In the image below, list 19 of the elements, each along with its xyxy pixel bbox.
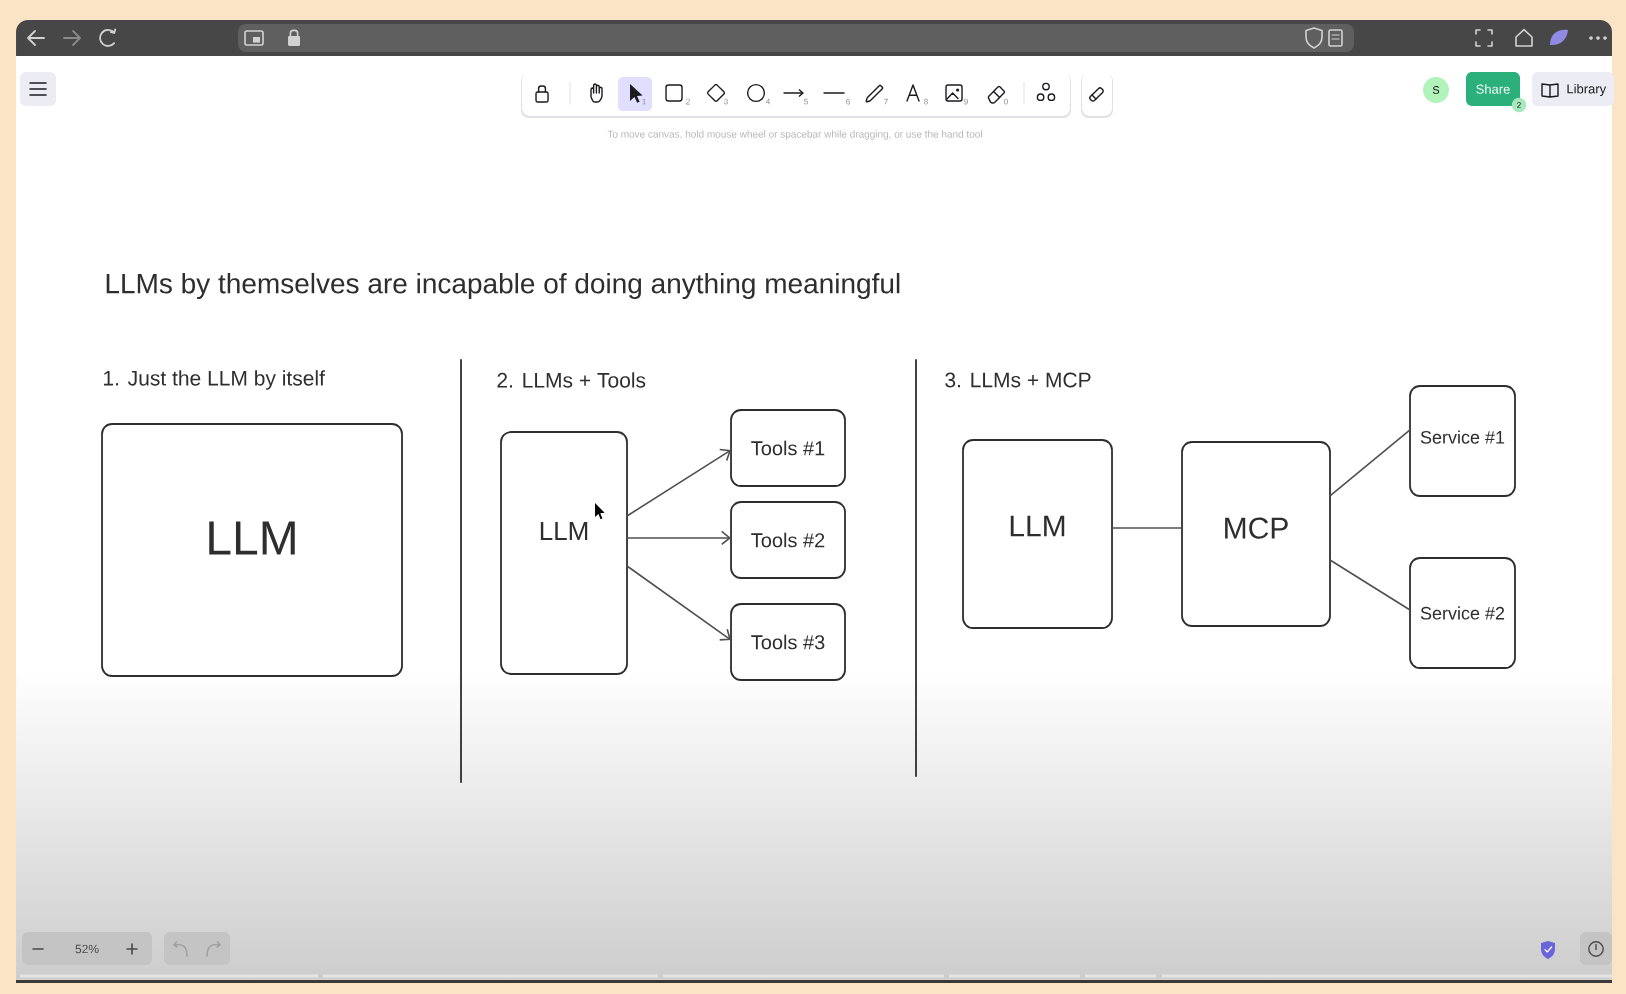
component-box: LLM (500, 431, 628, 675)
component-box: LLM (962, 439, 1113, 629)
connector-line (1111, 527, 1183, 529)
section-heading: 1. Just the LLM by itself (104, 370, 325, 390)
section-heading: 3. LLMs + MCP (945, 372, 1091, 388)
section-heading: 2. LLMs + Tools (497, 372, 646, 388)
arrow (626, 530, 731, 546)
arrow (626, 448, 731, 517)
diagram-title: LLMs by themselves are incapable of doing anything meaningful (106, 272, 900, 300)
component-box: Tools #2 (730, 501, 846, 579)
connector-line (1329, 559, 1411, 611)
component-box: Service #2 (1409, 557, 1516, 669)
arrow (626, 565, 731, 641)
component-box: Tools #1 (730, 409, 846, 487)
component-box: Tools #3 (730, 603, 846, 681)
component-box: MCP (1181, 441, 1331, 627)
connector-line (1329, 429, 1411, 497)
component-box: Service #1 (1409, 385, 1516, 497)
component-box: LLM (101, 423, 403, 677)
